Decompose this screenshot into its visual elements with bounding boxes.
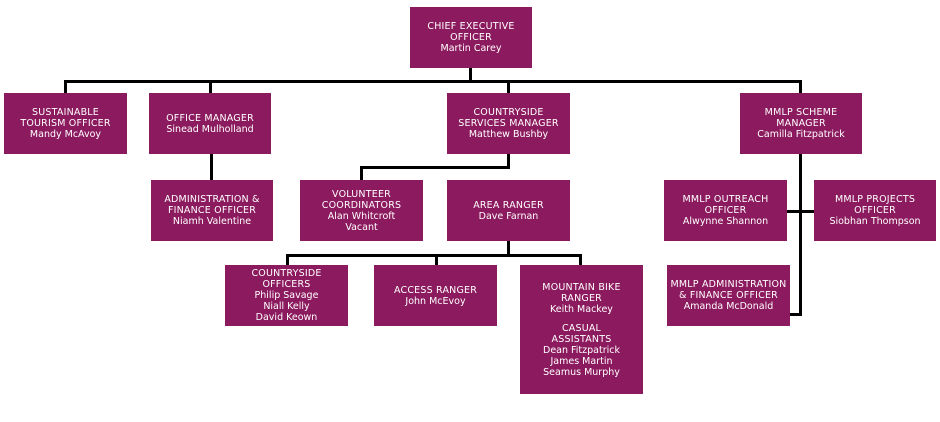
countryside-officer-name-3: David Keown bbox=[255, 312, 318, 323]
area-ranger-title: AREA RANGER bbox=[473, 199, 544, 211]
connector-office-manager bbox=[209, 80, 212, 94]
sto-name: Mandy McAvoy bbox=[29, 129, 102, 140]
connector-countryside-bus bbox=[360, 166, 510, 169]
connector-sto bbox=[64, 80, 67, 94]
office-manager-box[interactable]: OFFICE MANAGER Sinead Mulholland bbox=[149, 93, 271, 154]
mmlp-projects-box[interactable]: MMLP PROJECTS OFFICER Siobhan Thompson bbox=[814, 180, 936, 241]
connector-countryside-manager bbox=[507, 80, 510, 94]
connector-level1-bus bbox=[64, 80, 802, 83]
countryside-manager-name: Matthew Bushby bbox=[468, 129, 549, 140]
mmlp-manager-title: MMLP SCHEME MANAGER bbox=[764, 107, 838, 129]
connector-ceo-down bbox=[469, 67, 472, 81]
countryside-officers-box[interactable]: COUNTRYSIDE OFFICERS Philip Savage Niall… bbox=[225, 265, 348, 326]
sto-title: SUSTAINABLE TOURISM OFFICER bbox=[20, 107, 111, 129]
mountain-bike-ranger-box[interactable]: MOUNTAIN BIKE RANGER Keith Mackey CASUAL… bbox=[520, 265, 643, 394]
casual-assistants-title: CASUAL ASSISTANTS bbox=[551, 322, 612, 345]
connector-access-ranger bbox=[435, 254, 438, 266]
volunteer-name-1: Alan Whitcroft bbox=[327, 210, 396, 222]
casual-assistant-name-2: James Martin bbox=[550, 355, 613, 367]
mmlp-projects-title: MMLP PROJECTS OFFICER bbox=[834, 194, 916, 216]
mmlp-projects-name: Siobhan Thompson bbox=[829, 216, 921, 227]
mmlp-outreach-box[interactable]: MMLP OUTREACH OFFICER Alwynne Shannon bbox=[664, 180, 787, 241]
mmlp-outreach-title: MMLP OUTREACH OFFICER bbox=[682, 194, 769, 216]
sustainable-tourism-officer-box[interactable]: SUSTAINABLE TOURISM OFFICER Mandy McAvoy bbox=[4, 93, 127, 154]
mmlp-admin-name: Amanda McDonald bbox=[683, 301, 774, 312]
connector-countryside-officers bbox=[286, 254, 289, 266]
mmlp-manager-name: Camilla Fitzpatrick bbox=[757, 129, 845, 140]
connector-mmlp-manager bbox=[799, 80, 802, 94]
area-ranger-box[interactable]: AREA RANGER Dave Farnan bbox=[447, 180, 570, 241]
volunteer-coordinators-box[interactable]: VOLUNTEER COORDINATORS Alan Whitcroft Va… bbox=[300, 180, 423, 241]
ceo-title: CHIEF EXECUTIVE OFFICER bbox=[427, 21, 515, 43]
admin-finance-box[interactable]: ADMINISTRATION & FINANCE OFFICER Niamh V… bbox=[151, 180, 273, 241]
access-ranger-name: John McEvoy bbox=[405, 295, 466, 307]
volunteer-title: VOLUNTEER COORDINATORS bbox=[321, 188, 402, 211]
mmlp-manager-box[interactable]: MMLP SCHEME MANAGER Camilla Fitzpatrick bbox=[740, 93, 862, 154]
mmlp-admin-box[interactable]: MMLP ADMINISTRATION & FINANCE OFFICER Am… bbox=[667, 265, 790, 326]
ceo-name: Martin Carey bbox=[440, 43, 502, 54]
office-manager-name: Sinead Mulholland bbox=[166, 123, 254, 135]
volunteer-name-2: Vacant bbox=[345, 221, 378, 233]
area-ranger-name: Dave Farnan bbox=[478, 210, 539, 222]
connector-countryside-down bbox=[507, 154, 510, 168]
countryside-officer-name-2: Niall Kelly bbox=[263, 301, 310, 312]
office-manager-title: OFFICE MANAGER bbox=[166, 112, 254, 124]
connector-ranger-bus bbox=[286, 254, 582, 257]
connector-mmlp-branch bbox=[787, 210, 815, 213]
connector-office-to-admin bbox=[210, 154, 213, 181]
admin-finance-title: ADMINISTRATION & FINANCE OFFICER bbox=[164, 194, 260, 216]
connector-mmlp-down bbox=[799, 154, 802, 315]
countryside-manager-title: COUNTRYSIDE SERVICES MANAGER bbox=[458, 107, 559, 129]
connector-mmlp-admin bbox=[789, 313, 802, 316]
casual-assistant-name-1: Dean Fitzpatrick bbox=[543, 344, 620, 356]
countryside-officers-title: COUNTRYSIDE OFFICERS bbox=[251, 268, 322, 290]
countryside-officer-name-1: Philip Savage bbox=[254, 290, 319, 301]
mountain-bike-name: Keith Mackey bbox=[550, 303, 613, 315]
connector-volunteer bbox=[360, 166, 363, 181]
connector-area-ranger-down bbox=[507, 241, 510, 256]
connector-mountain-bike bbox=[579, 254, 582, 266]
mountain-bike-title: MOUNTAIN BIKE RANGER bbox=[542, 281, 621, 304]
ceo-box[interactable]: CHIEF EXECUTIVE OFFICER Martin Carey bbox=[410, 7, 532, 68]
access-ranger-box[interactable]: ACCESS RANGER John McEvoy bbox=[374, 265, 497, 326]
countryside-manager-box[interactable]: COUNTRYSIDE SERVICES MANAGER Matthew Bus… bbox=[447, 93, 570, 154]
access-ranger-title: ACCESS RANGER bbox=[393, 284, 478, 296]
mmlp-outreach-name: Alwynne Shannon bbox=[682, 216, 769, 227]
casual-assistant-name-3: Seamus Murphy bbox=[543, 366, 620, 378]
admin-finance-name: Niamh Valentine bbox=[172, 216, 252, 227]
mmlp-admin-title: MMLP ADMINISTRATION & FINANCE OFFICER bbox=[670, 279, 787, 301]
